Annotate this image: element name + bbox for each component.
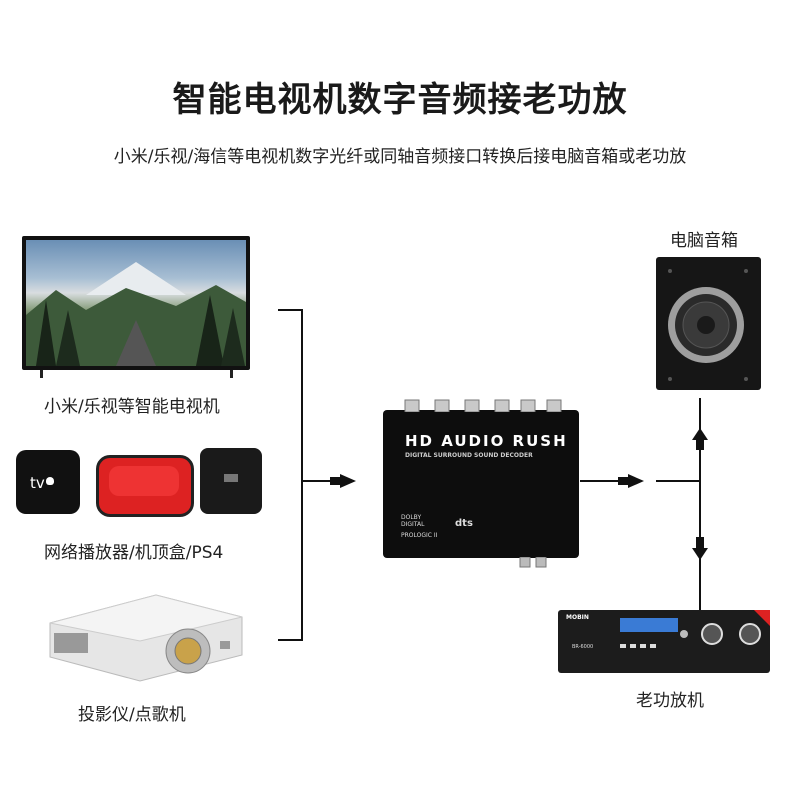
dts-logo: dts [455,518,473,529]
prologic-logo: PROLOGIC II [401,532,437,539]
rca-ports [383,398,579,412]
amp-model: BR-6000 [572,644,593,650]
arrow-down-icon [692,548,708,560]
decoder-bottom-ports [518,557,558,569]
amp-corner-tag [754,610,770,626]
speaker-driver [656,257,761,390]
arrow-right-icon [340,474,356,488]
amp-brand: MOBIN [566,614,589,621]
dolby-logo: DOLBY DIGITAL [401,514,441,528]
decoder-subtitle: DIGITAL SURROUND SOUND DECODER [405,452,533,459]
amp-display [620,618,678,632]
output-label-amplifier: 老功放机 [636,686,704,711]
decoder-brand: HD AUDIO RUSH [405,432,568,450]
source-bracket [278,310,302,640]
amp-buttons [618,640,698,670]
computer-speaker-icon [656,257,761,390]
arrow-right-icon [628,474,644,488]
output-label-speaker: 电脑音箱 [670,226,738,251]
audio-decoder-device: HD AUDIO RUSH DIGITAL SURROUND SOUND DEC… [383,410,579,558]
amplifier-icon: MOBIN BR-6000 [558,610,770,673]
